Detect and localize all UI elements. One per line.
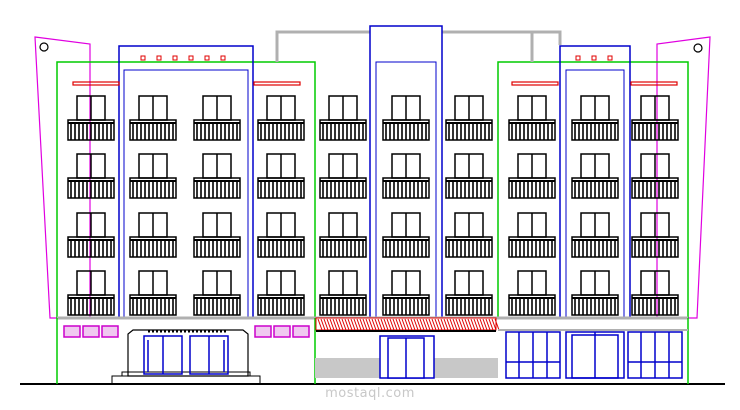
window-unit xyxy=(445,153,493,199)
window-unit xyxy=(319,95,367,141)
window-unit xyxy=(67,270,115,316)
window-unit xyxy=(193,270,241,316)
window-unit xyxy=(631,153,679,199)
window-unit xyxy=(319,270,367,316)
window-unit xyxy=(193,212,241,258)
left-entrance-doors xyxy=(143,335,229,375)
window-unit xyxy=(571,153,619,199)
window-unit xyxy=(508,95,556,141)
window-unit xyxy=(67,95,115,141)
center-entrance-doors xyxy=(379,335,435,379)
left-entrance-portal xyxy=(111,329,261,385)
window-unit xyxy=(129,270,177,316)
window-unit xyxy=(508,153,556,199)
left-wing-round-window xyxy=(39,42,49,52)
window-unit xyxy=(382,153,430,199)
parapet-rail-right xyxy=(442,30,562,45)
tower-red-dots xyxy=(140,55,613,61)
window-unit xyxy=(67,153,115,199)
watermark-text: mostaql.com xyxy=(325,386,415,401)
window-unit xyxy=(382,212,430,258)
window-unit xyxy=(257,95,305,141)
window-unit xyxy=(571,270,619,316)
parapet-rail-left xyxy=(275,30,370,62)
window-unit xyxy=(508,212,556,258)
window-unit xyxy=(67,212,115,258)
window-unit xyxy=(129,212,177,258)
window-unit xyxy=(319,212,367,258)
window-unit xyxy=(382,95,430,141)
right-wing-round-window xyxy=(693,43,703,53)
window-unit xyxy=(193,153,241,199)
window-unit xyxy=(193,95,241,141)
window-unit xyxy=(445,270,493,316)
window-unit xyxy=(571,95,619,141)
window-unit xyxy=(445,95,493,141)
red-cornice-lines xyxy=(72,81,678,86)
window-unit xyxy=(631,212,679,258)
center-red-awning xyxy=(315,317,500,332)
window-unit xyxy=(445,212,493,258)
window-unit xyxy=(319,153,367,199)
window-unit xyxy=(631,95,679,141)
window-unit xyxy=(382,270,430,316)
window-unit xyxy=(129,95,177,141)
right-shopfront xyxy=(505,331,683,379)
left-sign-boxes xyxy=(63,325,310,338)
window-unit xyxy=(257,212,305,258)
window-unit xyxy=(129,153,177,199)
window-unit xyxy=(257,153,305,199)
window-unit xyxy=(508,270,556,316)
window-unit xyxy=(631,270,679,316)
window-balcony-grid xyxy=(67,95,679,316)
window-unit xyxy=(257,270,305,316)
window-unit xyxy=(571,212,619,258)
